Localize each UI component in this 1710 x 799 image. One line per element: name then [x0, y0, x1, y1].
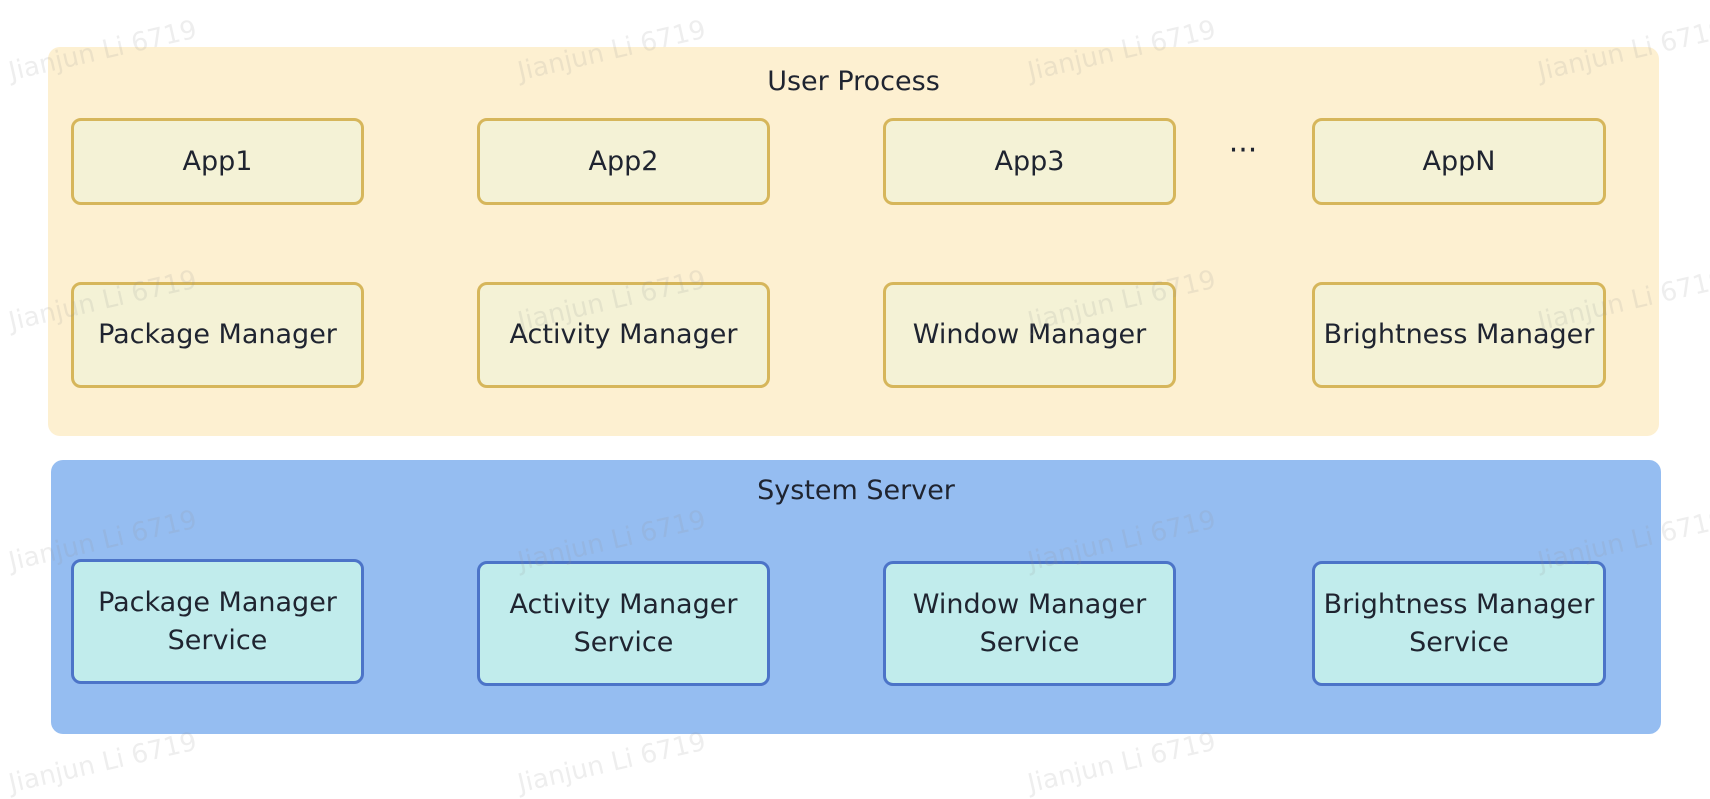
apps-ellipsis: ···: [1228, 133, 1258, 168]
app2-box: App2: [477, 118, 770, 205]
activity-manager-service-box: Activity Manager Service: [477, 561, 770, 686]
app1-box: App1: [71, 118, 364, 205]
window-manager-box: Window Manager: [883, 282, 1176, 388]
brightness-manager-box: Brightness Manager: [1312, 282, 1606, 388]
brightness-manager-service-box: Brightness Manager Service: [1312, 561, 1606, 686]
watermark-text: Jianjun Li 6719: [1025, 726, 1219, 799]
app3-box: App3: [883, 118, 1176, 205]
watermark-text: Jianjun Li 6719: [515, 726, 709, 799]
appn-box: AppN: [1312, 118, 1606, 205]
window-manager-service-box: Window Manager Service: [883, 561, 1176, 686]
activity-manager-box: Activity Manager: [477, 282, 770, 388]
package-manager-service-box: Package Manager Service: [71, 559, 364, 684]
watermark-text: Jianjun Li 6719: [6, 726, 200, 799]
package-manager-box: Package Manager: [71, 282, 364, 388]
system-server-title: System Server: [757, 475, 955, 506]
user-process-title: User Process: [767, 66, 940, 97]
